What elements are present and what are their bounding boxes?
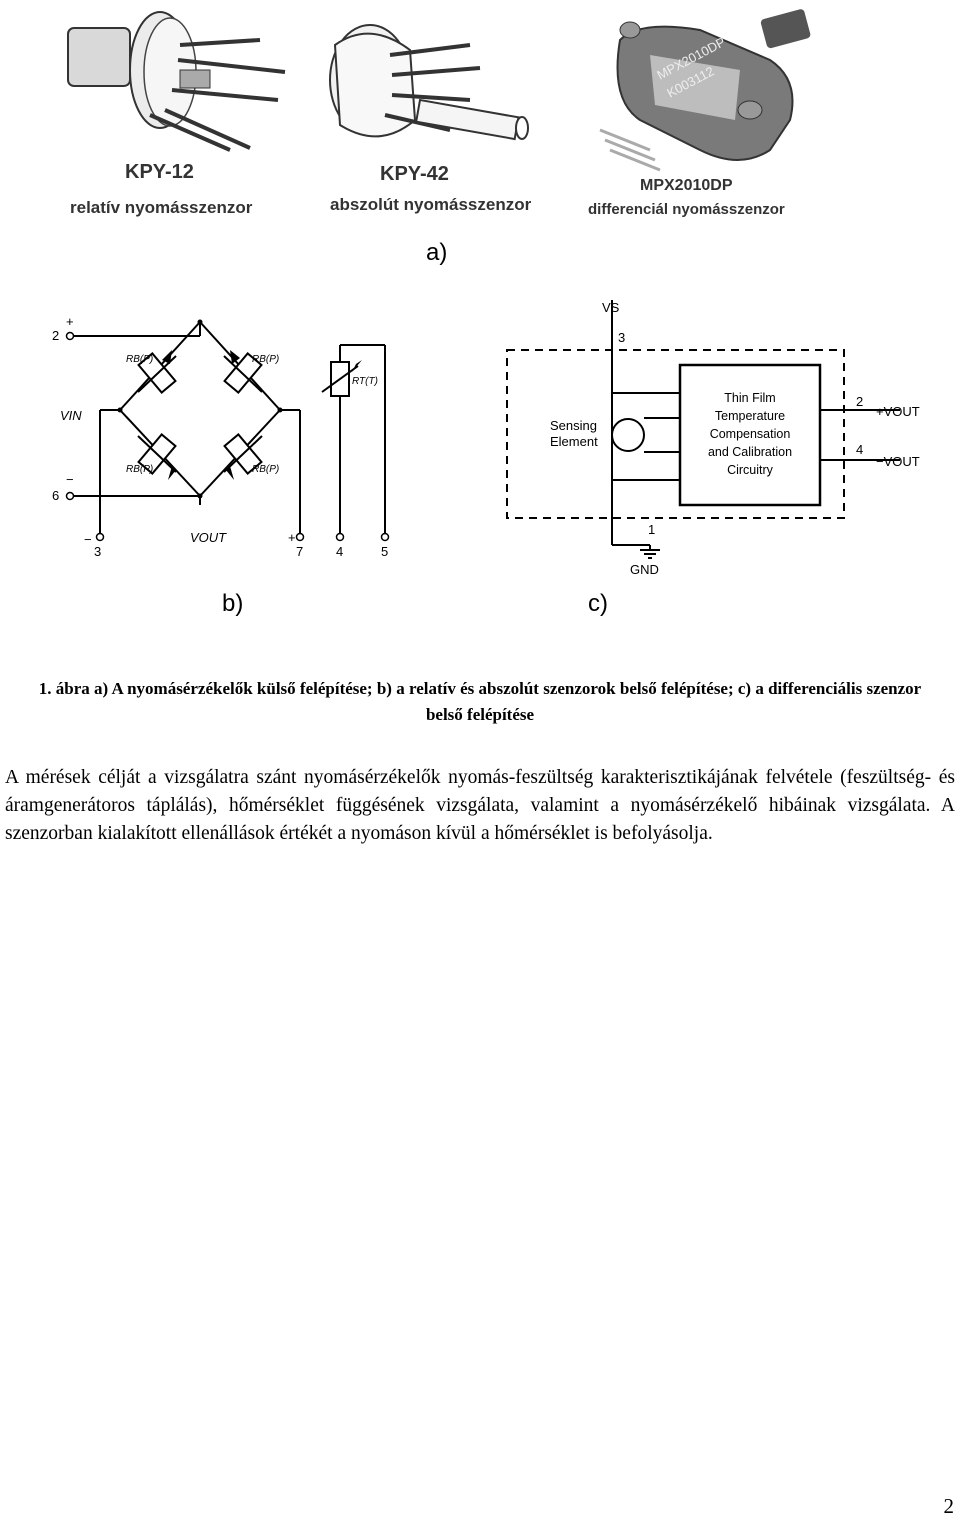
differential-sensor-diagram [506, 300, 900, 559]
minus-bottom-sign: − [84, 532, 92, 547]
block-line-2: Temperature [715, 409, 785, 423]
pin-5-label: 5 [381, 544, 388, 559]
vout-neg-label: −VOUT [876, 454, 920, 469]
rb-label-3: RB(P) [126, 464, 153, 475]
kpy12-description: relatív nyomásszenzor [70, 198, 253, 217]
bridge-terminals [65, 331, 390, 542]
pin-6-label: 6 [52, 488, 59, 503]
body-paragraph: A mérések célját a vizsgálatra szánt nyo… [5, 767, 955, 844]
block-line-5: Circuitry [727, 463, 774, 477]
bridge-circuit-diagram [70, 321, 386, 535]
figure-1: KPY-12 relatív nyomásszenzor KPY-42 absz… [52, 9, 920, 617]
rb-label-4: RB(P) [252, 464, 279, 475]
kpy12-sensor-image [67, 11, 286, 152]
part-b-label: b) [222, 590, 243, 617]
mpx2010dp-sensor-image [599, 9, 811, 172]
part-c-label: c) [588, 590, 608, 617]
mpx-description: differenciál nyomásszenzor [588, 201, 785, 218]
vin-label: VIN [60, 408, 82, 423]
kpy42-sensor-image [329, 24, 529, 141]
block-line-3: Compensation [710, 427, 791, 441]
figure-caption: 1. ábra a) A nyomásérzékelők külső felép… [38, 679, 922, 724]
minus-left-sign: − [66, 472, 74, 487]
plus-bottom-sign: + [288, 530, 296, 545]
gnd-label: GND [630, 562, 659, 577]
pin-4-label: 4 [336, 544, 343, 559]
kpy42-description: abszolút nyomásszenzor [330, 195, 532, 214]
element-label: Element [550, 434, 598, 449]
rt-label: RT(T) [352, 376, 378, 387]
bridge-arrowheads [117, 319, 362, 499]
pin-3-c-label: 3 [618, 330, 625, 345]
block-line-4: and Calibration [708, 445, 792, 459]
rb-label-1: RB(P) [126, 354, 153, 365]
vout-label: VOUT [190, 530, 227, 545]
page-number: 2 [943, 1494, 955, 1518]
pin-3-label: 3 [94, 544, 101, 559]
pin-2-c-label: 2 [856, 394, 863, 409]
sensing-label: Sensing [550, 418, 597, 433]
kpy12-model: KPY-12 [125, 161, 194, 183]
vs-label: VS [602, 300, 620, 315]
block-line-1: Thin Film [724, 391, 775, 405]
kpy42-model: KPY-42 [380, 163, 449, 185]
pin-4-c-label: 4 [856, 442, 863, 457]
rb-label-2: RB(P) [252, 354, 279, 365]
vout-pos-label: +VOUT [876, 404, 920, 419]
pin-2-label: 2 [52, 328, 59, 343]
mpx-model: MPX2010DP [640, 177, 733, 194]
plus-top-sign: + [66, 314, 74, 329]
part-a-label: a) [426, 239, 447, 266]
pin-7-label: 7 [296, 544, 303, 559]
pin-1-c-label: 1 [648, 522, 655, 537]
